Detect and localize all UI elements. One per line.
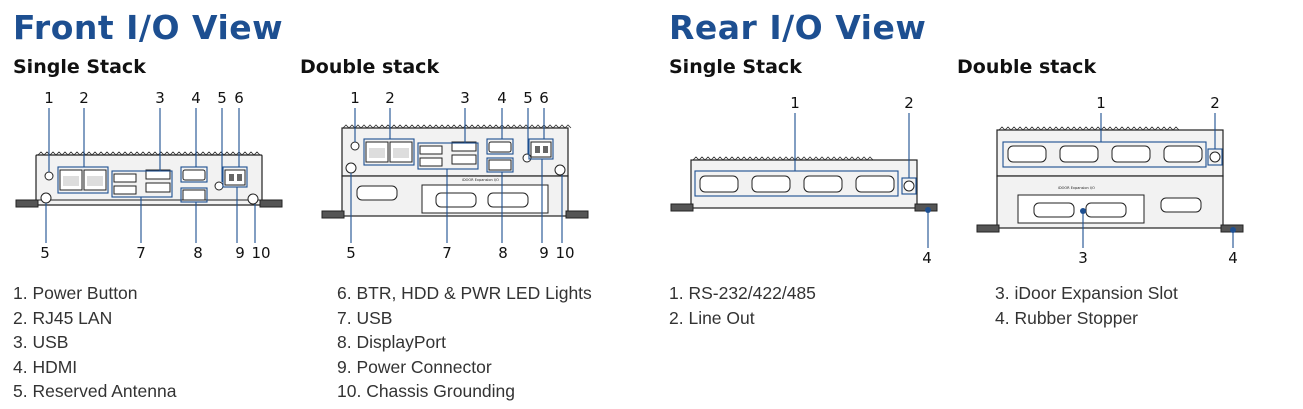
front-single-heading: Single Stack	[13, 56, 146, 78]
rear-double-stack-diagram: iDOOR Expansion I/O	[976, 113, 1244, 248]
front-double-callout-1: 1	[350, 89, 360, 107]
svg-text:iDOOR Expansion I/O: iDOOR Expansion I/O	[1058, 186, 1095, 190]
front-single-callout-1: 1	[44, 89, 54, 107]
front-single-callout-5: 5	[217, 89, 227, 107]
rear-double-heading: Double stack	[957, 56, 1097, 78]
legend-item: 3. USB	[13, 332, 69, 352]
front-single-callout-2: 2	[79, 89, 89, 107]
front-legend-right: 6. BTR, HDD & PWR LED Lights 7. USB 8. D…	[337, 281, 592, 404]
legend-item: 2. Line Out	[669, 307, 755, 328]
legend-item: 1. Power Button	[13, 283, 138, 303]
rear-legend-left: 1. RS-232/422/485 2. Line Out	[669, 281, 816, 330]
front-single-callout-8: 8	[193, 244, 203, 262]
legend-item: 8. DisplayPort	[337, 332, 446, 352]
legend-item: 5. Reserved Antenna	[13, 381, 177, 401]
rear-legend-right: 3. iDoor Expansion Slot 4. Rubber Stoppe…	[995, 281, 1178, 330]
front-double-callout-9: 9	[539, 244, 549, 262]
legend-item: 1. RS-232/422/485	[669, 283, 816, 303]
front-double-callout-10: 10	[555, 244, 575, 262]
front-single-callout-5b: 5	[40, 244, 50, 262]
front-double-callout-6: 6	[539, 89, 549, 107]
front-double-callout-8: 8	[498, 244, 508, 262]
front-single-callout-6: 6	[234, 89, 244, 107]
legend-item: 4. HDMI	[13, 356, 78, 377]
rear-double-callout-4: 4	[1228, 249, 1238, 267]
rear-single-stack-diagram	[670, 113, 938, 248]
rear-io-title: Rear I/O View	[669, 8, 927, 47]
rear-single-callout-4: 4	[922, 249, 932, 267]
front-single-callout-9: 9	[235, 244, 245, 262]
legend-item: 9. Power Connector	[337, 356, 492, 377]
rear-single-callout-2: 2	[904, 94, 914, 112]
legend-item: 6. BTR, HDD & PWR LED Lights	[337, 283, 592, 303]
front-double-stack-diagram: iDOOR Expansion I/O	[321, 108, 589, 243]
front-double-callout-5b: 5	[346, 244, 356, 262]
legend-item: 4. Rubber Stopper	[995, 307, 1139, 328]
front-double-callout-7: 7	[442, 244, 452, 262]
front-single-callout-3: 3	[155, 89, 165, 107]
legend-item: 10. Chassis Grounding	[337, 381, 516, 401]
legend-item: 2. RJ45 LAN	[13, 307, 113, 328]
legend-item: 3. iDoor Expansion Slot	[995, 283, 1178, 303]
front-single-callout-10: 10	[251, 244, 271, 262]
front-single-callout-4: 4	[191, 89, 201, 107]
rear-single-callout-1: 1	[790, 94, 800, 112]
svg-text:iDOOR Expansion I/O: iDOOR Expansion I/O	[462, 178, 499, 182]
front-single-stack-diagram	[15, 108, 283, 243]
front-double-callout-3: 3	[460, 89, 470, 107]
front-double-callout-4: 4	[497, 89, 507, 107]
front-double-callout-5: 5	[523, 89, 533, 107]
front-double-heading: Double stack	[300, 56, 440, 78]
rear-double-callout-2: 2	[1210, 94, 1220, 112]
front-legend-left: 1. Power Button 2. RJ45 LAN 3. USB 4. HD…	[13, 281, 176, 404]
rear-double-callout-1: 1	[1096, 94, 1106, 112]
rear-single-heading: Single Stack	[669, 56, 802, 78]
front-single-callout-7: 7	[136, 244, 146, 262]
front-io-title: Front I/O View	[13, 8, 284, 47]
legend-item: 7. USB	[337, 307, 393, 328]
rear-double-callout-3: 3	[1078, 249, 1088, 267]
front-double-callout-2: 2	[385, 89, 395, 107]
